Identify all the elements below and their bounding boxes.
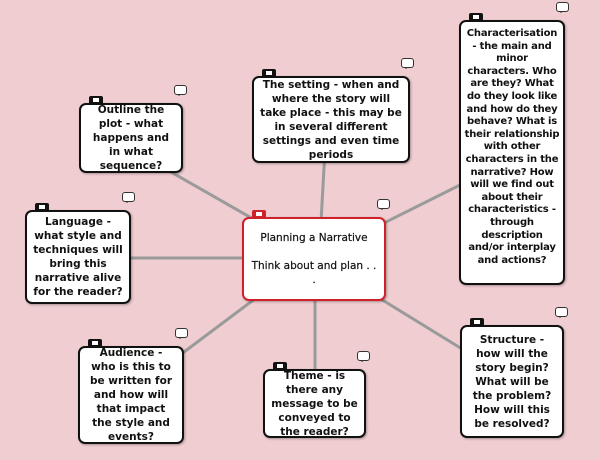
node-language[interactable]: Language - what style and techniques wil…: [25, 192, 135, 304]
comment-icon[interactable]: [556, 2, 569, 13]
topic-tab-icon: [470, 318, 484, 327]
node-audience[interactable]: Audience - who is this to be written for…: [78, 328, 188, 444]
comment-icon[interactable]: [357, 351, 370, 362]
topic-tab-icon: [89, 96, 103, 105]
node-theme[interactable]: Theme - is there any message to be conve…: [263, 351, 370, 438]
central-title: Planning a Narrative: [260, 232, 368, 244]
node-plot[interactable]: Outline the plot - what happens and in w…: [79, 85, 187, 173]
comment-icon[interactable]: [401, 58, 414, 69]
comment-icon[interactable]: [174, 85, 187, 96]
topic-tab-icon: [88, 339, 102, 348]
node-text: Structure - how will the story begin? Wh…: [472, 333, 552, 430]
comment-icon[interactable]: [555, 307, 568, 318]
node-text: Audience - who is this to be written for…: [89, 347, 173, 443]
node-text: Language - what style and techniques wil…: [33, 216, 123, 298]
comment-icon[interactable]: [377, 199, 390, 210]
topic-tab-icon: [252, 210, 266, 219]
node-text: The setting - when and where the story w…: [260, 78, 402, 161]
comment-icon[interactable]: [122, 192, 135, 203]
comment-icon[interactable]: [175, 328, 188, 339]
topic-tab-icon: [262, 69, 276, 78]
topic-tab-icon: [469, 13, 483, 22]
topic-tab-icon: [273, 362, 287, 371]
node-text: Outline the plot - what happens and in w…: [92, 104, 170, 172]
node-structure[interactable]: Structure - how will the story begin? Wh…: [460, 307, 568, 438]
node-characterisation[interactable]: Characterisation - the main and minor ch…: [459, 2, 569, 285]
central-subtitle: Think about and plan . . .: [251, 260, 377, 286]
topic-tab-icon: [35, 203, 49, 212]
node-setting[interactable]: The setting - when and where the story w…: [252, 58, 414, 163]
node-text: Characterisation - the main and minor ch…: [464, 28, 560, 266]
node-text: Theme - is there any message to be conve…: [271, 369, 358, 438]
